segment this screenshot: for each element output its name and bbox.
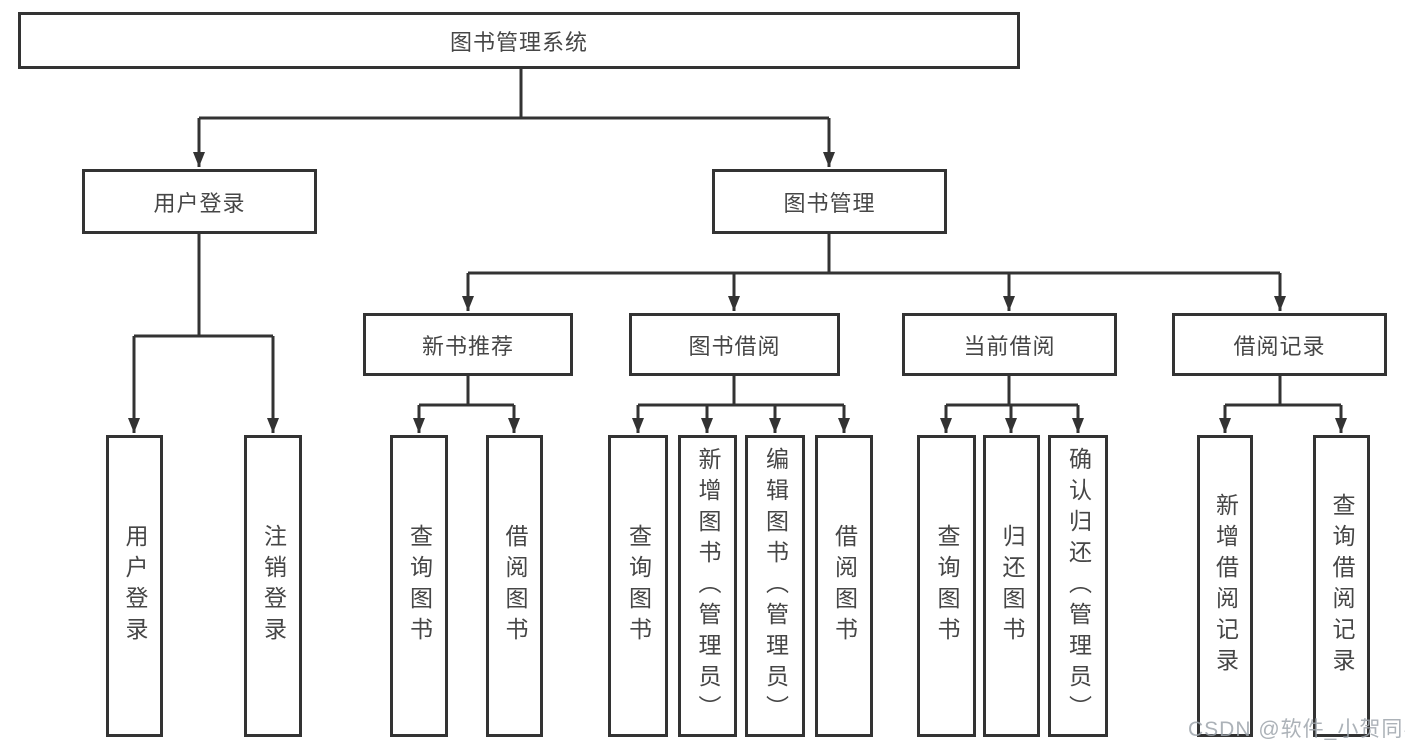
node-leaf-query-borrow-record-label: 查询借阅记录 bbox=[1329, 493, 1355, 679]
node-current-borrow: 当前借阅 bbox=[902, 313, 1117, 376]
node-book-borrow: 图书借阅 bbox=[629, 313, 840, 376]
node-leaf-logout: 注销登录 bbox=[244, 435, 302, 737]
node-leaf-query-books-recommend: 查询图书 bbox=[390, 435, 448, 737]
node-new-book-recommend-label: 新书推荐 bbox=[421, 333, 514, 359]
node-borrow-records: 借阅记录 bbox=[1172, 313, 1387, 376]
node-leaf-borrow-books-label: 借阅图书 bbox=[831, 524, 858, 648]
node-leaf-confirm-return-admin-label: 确认归还（管理员） bbox=[1065, 446, 1092, 726]
node-leaf-add-books-admin: 新增图书（管理员） bbox=[678, 435, 737, 737]
node-leaf-edit-books-admin-label: 编辑图书（管理员） bbox=[762, 446, 789, 726]
node-book-management-label: 图书管理 bbox=[783, 190, 876, 216]
node-leaf-return-books: 归还图书 bbox=[983, 435, 1040, 737]
node-book-management: 图书管理 bbox=[712, 169, 947, 234]
node-book-borrow-label: 图书借阅 bbox=[688, 333, 781, 359]
node-leaf-confirm-return-admin: 确认归还（管理员） bbox=[1048, 435, 1108, 737]
node-leaf-query-books-borrow-label: 查询图书 bbox=[625, 524, 652, 648]
node-leaf-query-books-current: 查询图书 bbox=[917, 435, 976, 737]
node-leaf-query-borrow-record: 查询借阅记录 bbox=[1313, 435, 1370, 737]
node-leaf-user-login-label: 用户登录 bbox=[122, 524, 148, 648]
node-leaf-logout-label: 注销登录 bbox=[260, 524, 287, 648]
node-user-login: 用户登录 bbox=[82, 169, 317, 234]
node-leaf-borrow-books-recommend: 借阅图书 bbox=[486, 435, 543, 737]
node-leaf-edit-books-admin: 编辑图书（管理员） bbox=[745, 435, 805, 737]
node-leaf-add-books-admin-label: 新增图书（管理员） bbox=[695, 446, 721, 726]
node-user-login-label: 用户登录 bbox=[153, 190, 246, 216]
node-leaf-borrow-books: 借阅图书 bbox=[815, 435, 873, 737]
node-leaf-add-borrow-record: 新增借阅记录 bbox=[1197, 435, 1253, 737]
node-leaf-borrow-books-recommend-label: 借阅图书 bbox=[502, 524, 528, 648]
csdn-watermark: CSDN @软件_小贺同学 bbox=[1188, 718, 1405, 741]
node-leaf-query-books-current-label: 查询图书 bbox=[934, 524, 960, 648]
node-leaf-user-login: 用户登录 bbox=[106, 435, 163, 737]
node-library-management-system: 图书管理系统 bbox=[18, 12, 1020, 69]
node-current-borrow-label: 当前借阅 bbox=[963, 333, 1056, 359]
node-new-book-recommend: 新书推荐 bbox=[363, 313, 573, 376]
node-leaf-query-books-borrow: 查询图书 bbox=[608, 435, 668, 737]
node-borrow-records-label: 借阅记录 bbox=[1233, 333, 1326, 359]
node-leaf-query-books-recommend-label: 查询图书 bbox=[406, 524, 433, 648]
node-leaf-add-borrow-record-label: 新增借阅记录 bbox=[1212, 493, 1239, 679]
node-leaf-return-books-label: 归还图书 bbox=[999, 524, 1025, 648]
node-library-management-system-label: 图书管理系统 bbox=[449, 29, 588, 55]
